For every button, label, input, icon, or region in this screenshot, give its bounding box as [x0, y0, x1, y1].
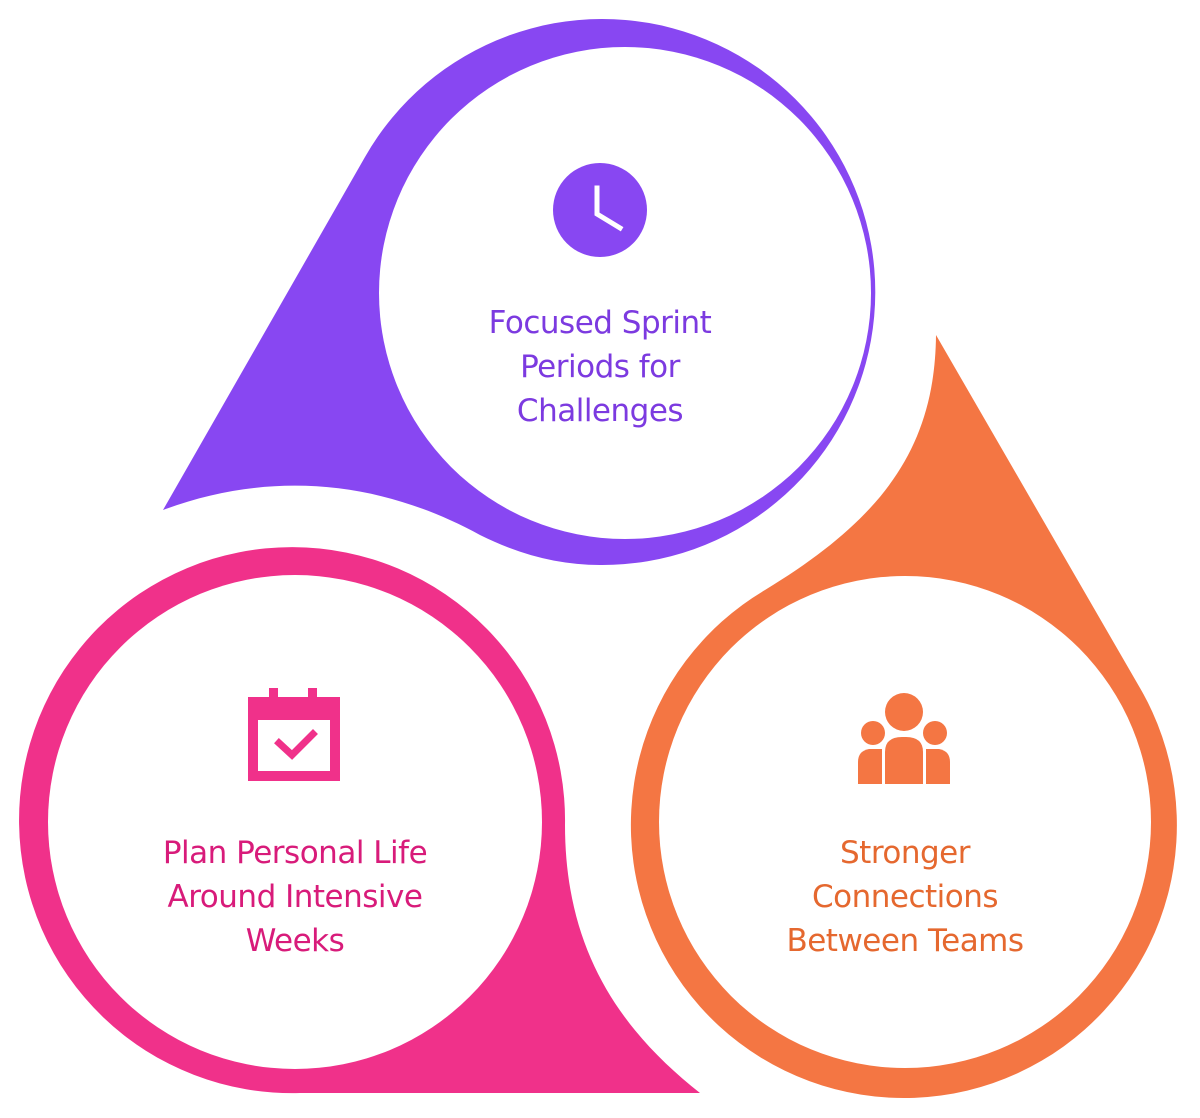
drop-plan-personal-life: [19, 547, 701, 1094]
drop-inner-circle-pink: [48, 575, 542, 1069]
clock-face: [553, 163, 647, 257]
label-line: Stronger: [839, 835, 971, 871]
label-line: Periods for: [520, 349, 680, 385]
calendar-ring-right: [308, 688, 317, 704]
calendar-checkmark: [274, 729, 318, 760]
team-member-right-body: [926, 749, 950, 784]
clock-hands: [594, 185, 624, 232]
drop-inner-circle-purple: [379, 47, 871, 539]
drop-focused-sprint: [163, 19, 876, 566]
label-line: Around Intensive: [167, 879, 423, 915]
label-line: Weeks: [245, 923, 345, 959]
team-member-center-head: [885, 693, 923, 731]
team-icon: [858, 693, 950, 784]
label-focused-sprint: Focused Sprint Periods for Challenges: [440, 301, 760, 433]
team-member-right-head: [923, 721, 947, 745]
label-stronger-connections: Stronger Connections Between Teams: [745, 831, 1065, 963]
label-line: Focused Sprint: [488, 305, 712, 341]
label-line: Challenges: [516, 393, 684, 429]
label-line: Plan Personal Life: [162, 835, 428, 871]
label-line: Between Teams: [786, 923, 1024, 959]
team-member-left-head: [861, 721, 885, 745]
clock-icon: [553, 163, 647, 257]
calendar-body: [248, 697, 340, 781]
drop-inner-circle-orange: [659, 576, 1151, 1068]
team-member-left-body: [858, 749, 882, 784]
calendar-ring-left: [269, 688, 278, 704]
label-line: Connections: [811, 879, 999, 915]
calendar-check-icon: [248, 688, 340, 781]
label-plan-personal-life: Plan Personal Life Around Intensive Week…: [135, 831, 455, 963]
team-member-center-body: [885, 737, 923, 784]
